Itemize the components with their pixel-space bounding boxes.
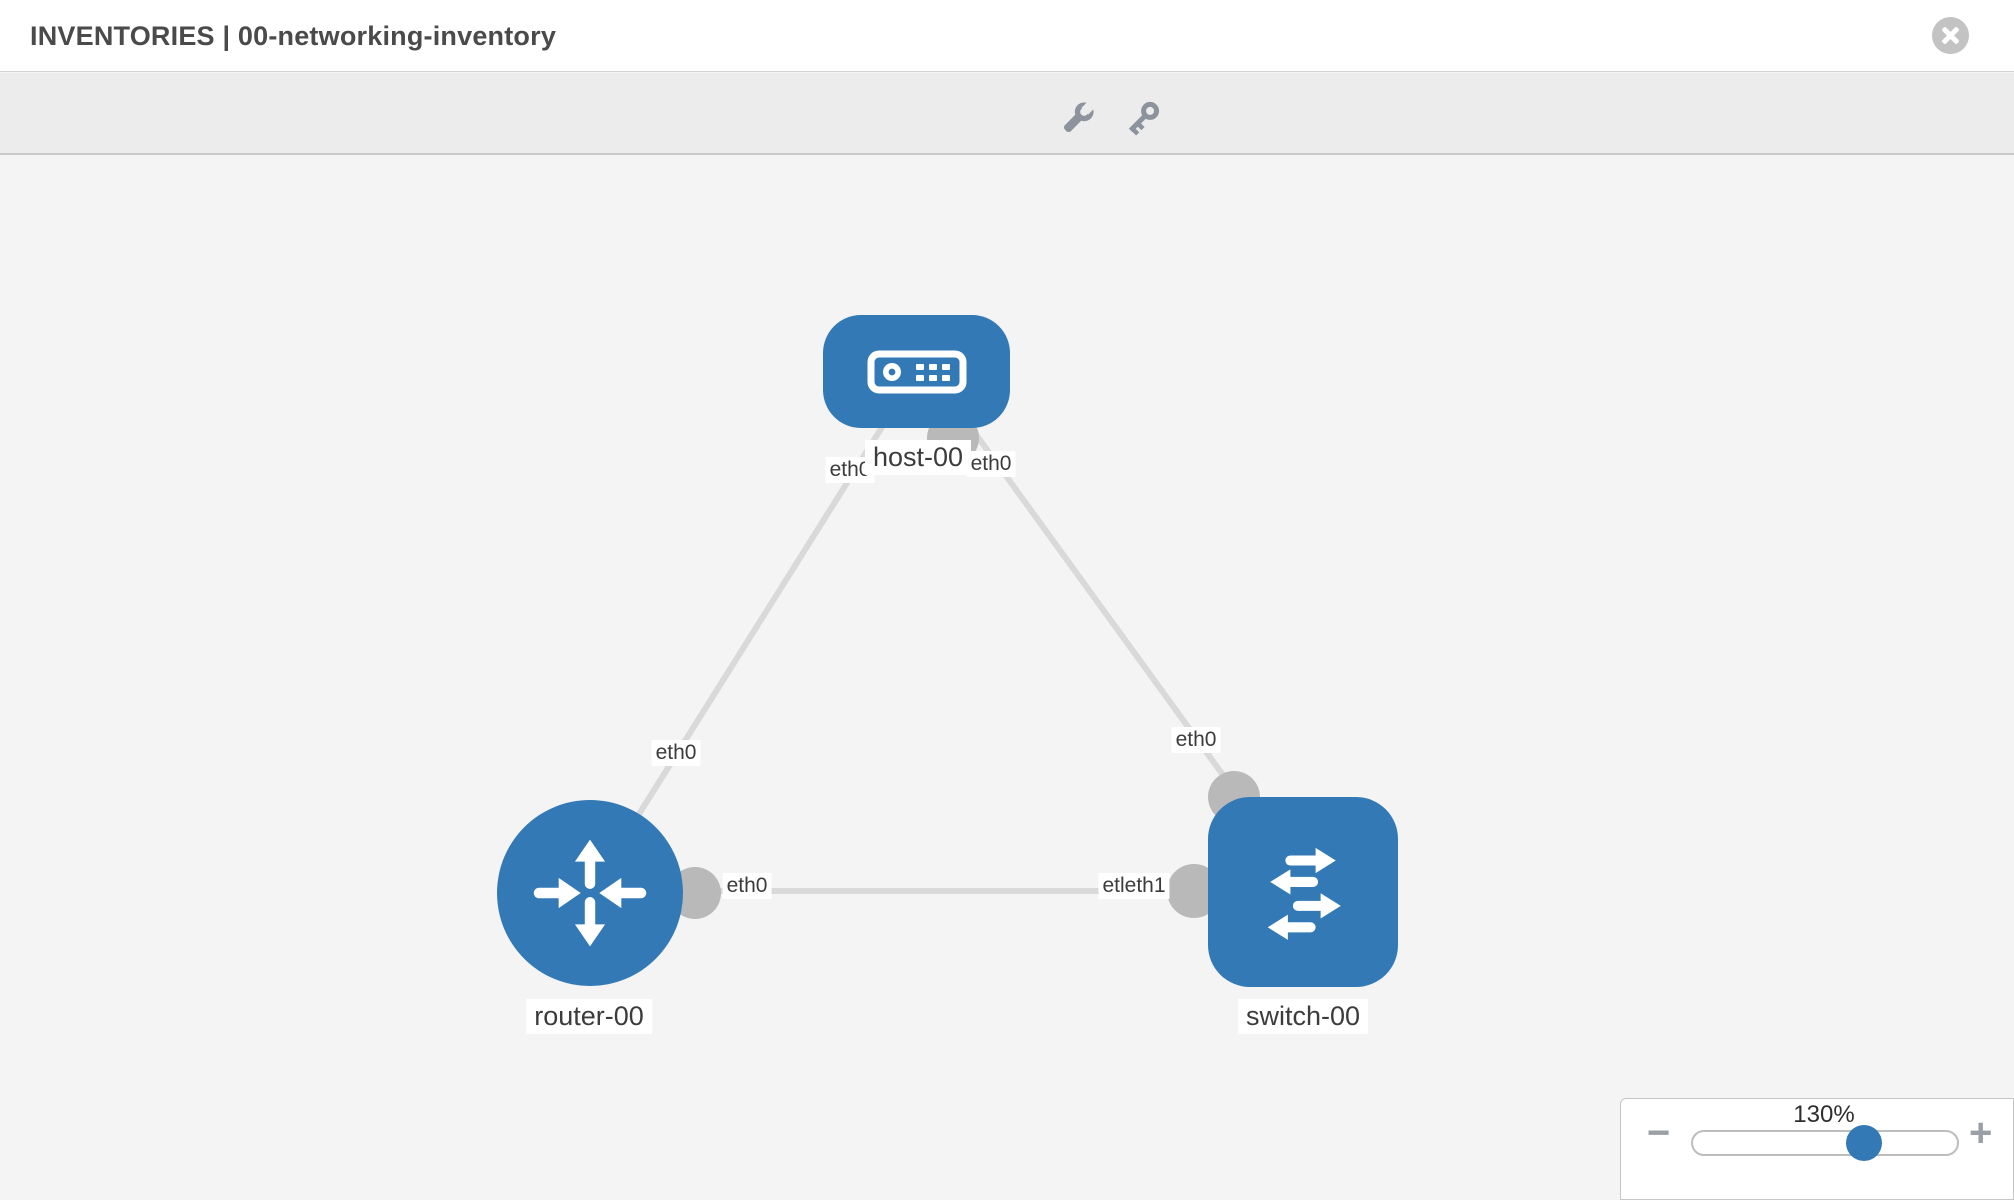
credentials-button[interactable] — [1123, 98, 1163, 138]
node-label-switch-00: switch-00 — [1237, 999, 1369, 1034]
zoom-control-panel: 130% − + — [1620, 1098, 2014, 1200]
node-host-00[interactable] — [823, 315, 1010, 428]
node-label-router-00: router-00 — [526, 999, 652, 1034]
iface-label-switch-uplink: eth0 — [1171, 727, 1221, 753]
wrench-icon — [1063, 100, 1096, 133]
configure-tools-button[interactable] — [1058, 98, 1098, 138]
node-router-00[interactable] — [497, 800, 683, 986]
zoom-in-button[interactable]: + — [1969, 1111, 1993, 1155]
zoom-level-value: 130% — [1793, 1101, 1855, 1128]
host-icon — [867, 350, 966, 393]
key-icon — [1128, 101, 1160, 136]
switch-icon — [1267, 847, 1341, 940]
port-switch-left — [1167, 864, 1221, 918]
topology-canvas[interactable] — [0, 155, 2014, 1200]
iface-label-switch-left: etleth1 — [1098, 873, 1170, 899]
iface-label-router-right: eth0 — [722, 873, 772, 899]
node-label-host-00: host-00 — [864, 440, 972, 475]
iface-label-router-uplink: eth0 — [651, 740, 701, 766]
toolbar — [0, 73, 2014, 155]
zoom-slider-track[interactable] — [1691, 1130, 1959, 1156]
iface-label-host-right: eth0 — [966, 451, 1016, 477]
zoom-slider-thumb[interactable] — [1846, 1125, 1882, 1161]
topology-links-layer — [590, 371, 1303, 919]
page-title: INVENTORIES | 00-networking-inventory — [30, 21, 557, 51]
title-bar: INVENTORIES | 00-networking-inventory — [0, 0, 2014, 72]
zoom-out-button[interactable]: − — [1647, 1111, 1671, 1155]
router-icon — [533, 839, 647, 947]
close-button[interactable] — [1932, 17, 1969, 54]
link-router-host — [599, 371, 919, 875]
node-switch-00[interactable] — [1208, 797, 1398, 987]
